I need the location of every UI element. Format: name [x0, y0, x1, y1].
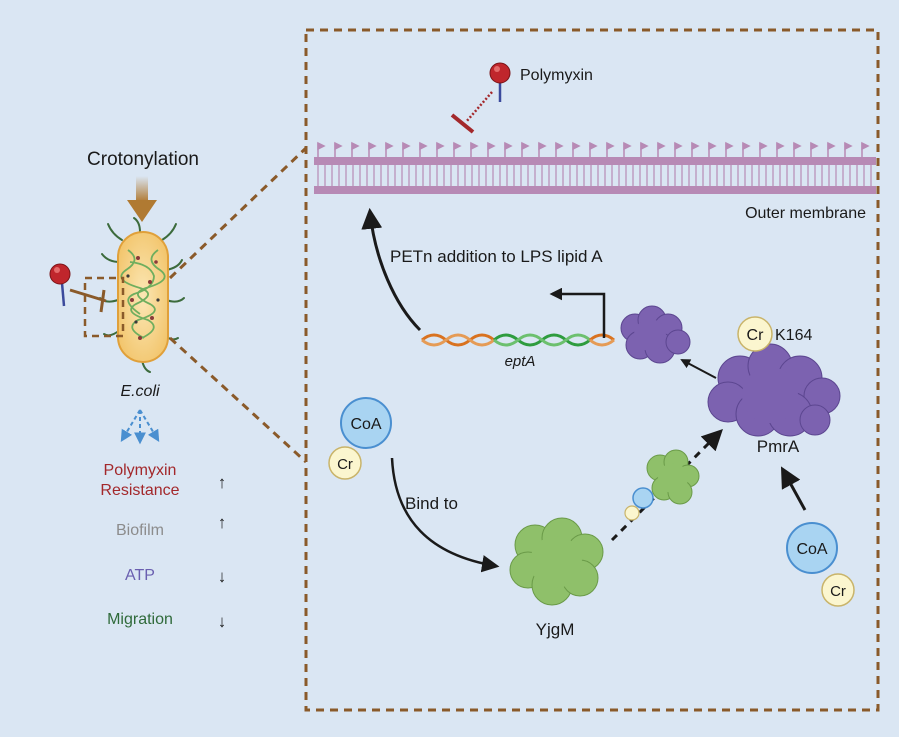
cr-on-pmra-label: Cr — [747, 327, 765, 344]
cr-right-label: Cr — [830, 583, 846, 600]
coa-to-pmra-arrow — [780, 466, 807, 511]
bind-arrow — [390, 457, 500, 573]
petn-arrow — [361, 207, 422, 332]
phenotype-atp: ATP — [125, 567, 155, 584]
cr-right — [821, 573, 855, 607]
phenotype-migration: Migration — [107, 611, 173, 628]
dna-helix — [421, 333, 615, 347]
inhibition-bar-left — [69, 288, 107, 313]
crotonylation-arrow — [127, 176, 157, 222]
cr-on-pmra — [737, 316, 773, 352]
inhibition-bar — [450, 91, 493, 134]
phenotype-migration-change: ↓ — [218, 612, 227, 631]
pmra-to-promoter-arrow — [680, 359, 717, 379]
yjgm-complex — [624, 449, 700, 521]
polymyxin-label: Polymyxin — [520, 67, 593, 84]
eptA-label: eptA — [505, 353, 536, 370]
coa-left-label: CoA — [350, 416, 381, 433]
pmra-protein — [707, 343, 841, 437]
cr-left-label: Cr — [337, 456, 353, 473]
outer-membrane — [314, 141, 876, 194]
k164-label: K164 — [775, 327, 812, 344]
yjgm-protein — [509, 517, 604, 606]
phenotype-biofilm: Biofilm — [116, 522, 164, 539]
ecoli-label: E.coli — [120, 383, 160, 400]
zoom-line-bottom — [168, 336, 308, 464]
coa-right-label: CoA — [796, 541, 827, 558]
yjgm-label: YjgM — [536, 620, 575, 639]
phenotype-polymyxin-line1: Polymyxin — [104, 462, 177, 479]
cr-left — [328, 446, 362, 480]
coa-left — [340, 397, 392, 449]
effect-arrows — [120, 409, 160, 445]
promoter-arrow — [549, 287, 606, 338]
bind-label: Bind to — [405, 494, 458, 513]
petn-label: PETn addition to LPS lipid A — [390, 247, 603, 266]
outer-membrane-label: Outer membrane — [745, 205, 866, 222]
phenotype-list: Polymyxin Resistance ↑ Biofilm ↑ ATP ↓ M… — [100, 462, 226, 631]
polymyxin-icon — [489, 62, 511, 102]
coa-right — [786, 522, 838, 574]
detail-frame — [304, 28, 880, 712]
ecoli-cell — [99, 217, 185, 373]
pmra-label: PmrA — [757, 437, 800, 456]
phenotype-atp-change: ↓ — [218, 567, 227, 586]
polymyxin-icon-left — [49, 263, 71, 307]
crotonylation-label: Crotonylation — [87, 149, 199, 170]
phenotype-polymyxin-change: ↑ — [218, 473, 227, 492]
pmra-bound-promoter — [620, 305, 691, 364]
phenotype-biofilm-change: ↑ — [218, 513, 227, 532]
zoom-line-top — [168, 146, 308, 280]
zoom-region-box — [83, 276, 125, 338]
phenotype-polymyxin-line2: Resistance — [100, 482, 179, 499]
